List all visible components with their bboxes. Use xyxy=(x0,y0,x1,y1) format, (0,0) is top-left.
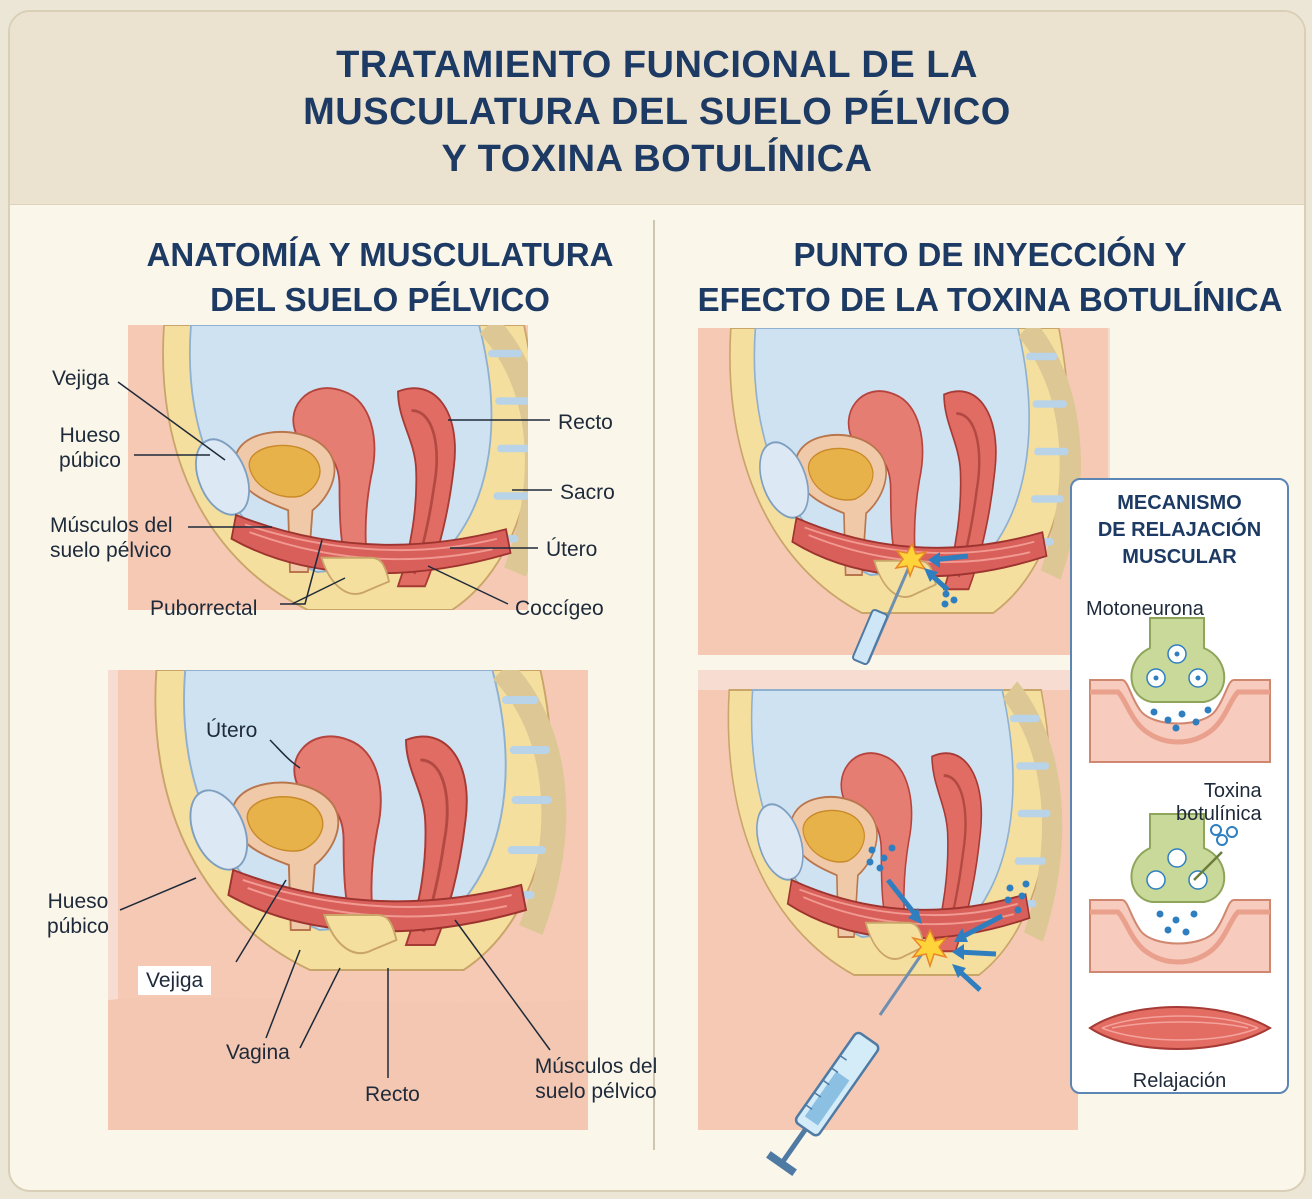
relaxed-muscle-icon xyxy=(1088,1006,1272,1050)
label-hueso-bottom-line-2: púbico xyxy=(47,915,109,938)
top-left-leader-lines xyxy=(117,381,552,605)
label-musculos-suelo-pelvico: Músculos del suelo pélvico xyxy=(50,513,173,563)
label-vagina: Vagina xyxy=(226,1041,290,1064)
label-coccigeo: Coccígeo xyxy=(515,597,604,620)
mechanism-title: MECANISMO DE RELAJACIÓN MUSCULAR xyxy=(1072,490,1287,571)
bottom-syringe-icon xyxy=(766,944,930,1177)
right-heading-line-2: EFECTO DE LA TOXINA BOTULÍNICA xyxy=(697,281,1283,318)
right-section-heading: PUNTO DE INYECCIÓN Y EFECTO DE LA TOXINA… xyxy=(680,232,1300,322)
label-relajacion: Relajación xyxy=(1132,1070,1227,1092)
label-toxina-botulinica: Toxina botulínica xyxy=(1176,780,1262,826)
label-recto: Recto xyxy=(558,411,613,434)
top-injection-spark-icon xyxy=(894,542,929,579)
label-hueso-pubico-bottom: Hueso púbico xyxy=(38,889,118,939)
synapse-blocked-icon xyxy=(1089,813,1271,973)
label-sacro: Sacro xyxy=(560,481,615,504)
label-toxina-line-1: Toxina xyxy=(1203,780,1262,802)
left-section-heading: ANATOMÍA Y MUSCULATURA DEL SUELO PÉLVICO xyxy=(100,232,660,322)
mechanism-title-line-2: DE RELAJACIÓN xyxy=(1097,519,1262,541)
main-title-line-1: TRATAMIENTO FUNCIONAL DE LA xyxy=(336,44,978,86)
section-divider xyxy=(653,220,655,1150)
mechanism-box: MECANISMO DE RELAJACIÓN MUSCULAR Motoneu… xyxy=(1070,478,1289,1094)
label-motoneurona: Motoneurona xyxy=(1086,598,1204,620)
label-musculos-bottom-line-2: suelo pélvico xyxy=(535,1080,657,1103)
main-title: TRATAMIENTO FUNCIONAL DE LA MUSCULATURA … xyxy=(10,42,1304,183)
bottom-left-leader-lines xyxy=(119,739,551,1078)
bottom-left-anatomy-panel xyxy=(108,670,588,1130)
label-recto-bottom: Recto xyxy=(365,1083,420,1106)
synapse-normal-icon xyxy=(1089,617,1271,763)
top-toxin-arrows-icon xyxy=(924,552,969,608)
label-hueso-line-1: Hueso xyxy=(59,424,121,447)
label-vejiga: Vejiga xyxy=(52,367,110,390)
main-title-line-3: Y TOXINA BOTULÍNICA xyxy=(441,138,873,180)
label-utero-bottom: Útero xyxy=(206,719,258,742)
mechanism-title-line-3: MUSCULAR xyxy=(1122,546,1237,568)
bottom-right-injection-panel xyxy=(698,670,1078,1130)
bottom-injection-spark-icon xyxy=(910,928,948,969)
label-musculos-line-2: suelo pélvico xyxy=(50,539,172,562)
label-toxina-line-2: botulínica xyxy=(1176,803,1262,825)
right-heading-line-1: PUNTO DE INYECCIÓN Y xyxy=(793,236,1187,273)
label-musculos-bottom: Músculos del suelo pélvico xyxy=(526,1054,666,1104)
label-utero: Útero xyxy=(546,538,598,561)
mechanism-title-line-1: MECANISMO xyxy=(1117,492,1242,514)
label-musculos-bottom-line-1: Músculos del xyxy=(534,1055,658,1078)
label-hueso-bottom-line-1: Hueso xyxy=(47,890,109,913)
bottom-toxin-arrows-icon xyxy=(866,844,1030,992)
label-musculos-line-1: Músculos del xyxy=(50,514,173,537)
mechanism-diagrams xyxy=(1088,617,1272,1050)
label-puborrectal: Puborrectal xyxy=(150,597,258,620)
label-hueso-pubico: Hueso púbico xyxy=(50,423,130,473)
left-heading-line-2: DEL SUELO PÉLVICO xyxy=(210,281,550,318)
title-banner: TRATAMIENTO FUNCIONAL DE LA MUSCULATURA … xyxy=(10,12,1304,205)
top-left-anatomy-panel xyxy=(128,325,528,610)
label-hueso-line-2: púbico xyxy=(59,449,121,472)
left-heading-line-1: ANATOMÍA Y MUSCULATURA xyxy=(146,236,614,273)
top-right-injection-panel xyxy=(698,328,1110,655)
top-syringe-icon xyxy=(852,559,914,666)
label-vejiga-bottom: Vejiga xyxy=(138,966,212,995)
main-title-line-2: MUSCULATURA DEL SUELO PÉLVICO xyxy=(303,91,1011,133)
